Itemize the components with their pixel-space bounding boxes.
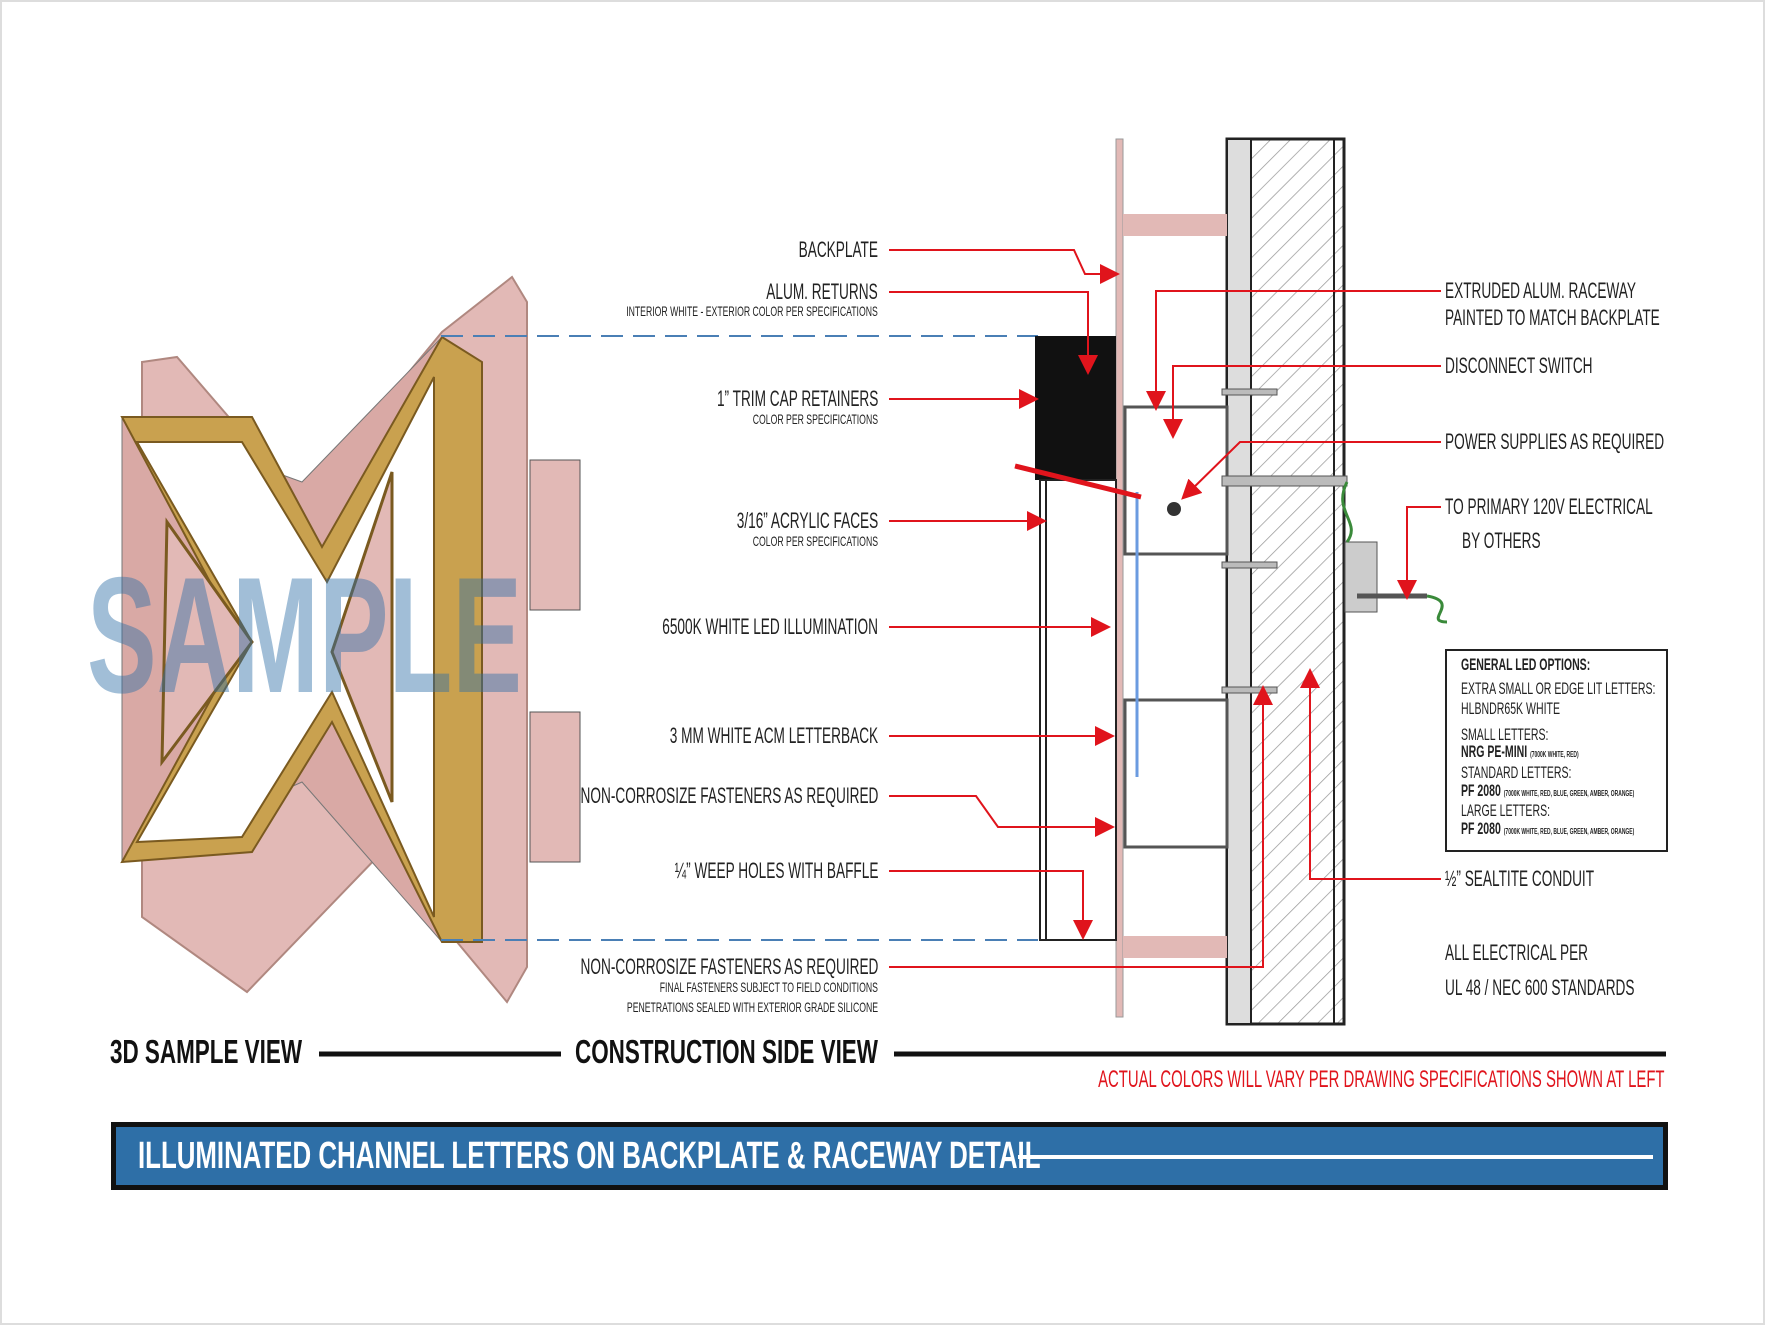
led-options-box: GENERAL LED OPTIONS: EXTRA SMALL OR EDGE… <box>1445 649 1668 852</box>
label-alum-returns: ALUM. RETURNS <box>766 279 878 304</box>
sample-3d-view: SAMPLE <box>87 275 581 1004</box>
label-letterback: 3 MM WHITE ACM LETTERBACK <box>669 723 878 748</box>
label-raceway-2: PAINTED TO MATCH BACKPLATE <box>1445 305 1660 330</box>
led-large-note: (7000K WHITE, RED, BLUE, GREEN, AMBER, O… <box>1503 827 1635 836</box>
label-electrical: ALL ELECTRICAL PER <box>1445 940 1589 965</box>
label-trim-cap-sub: COLOR PER SPECIFICATIONS <box>752 411 878 427</box>
color-disclaimer: ACTUAL COLORS WILL VARY PER DRAWING SPEC… <box>1097 1066 1664 1093</box>
led-small-product: NRG PE-MINI <box>1461 742 1528 761</box>
sample-watermark: SAMPLE <box>87 543 522 727</box>
label-acrylic-faces-sub: COLOR PER SPECIFICATIONS <box>752 533 878 549</box>
label-conduit: ½” SEALTITE CONDUIT <box>1445 866 1595 891</box>
led-std-note: (7000K WHITE, RED, BLUE, GREEN, AMBER, O… <box>1503 789 1635 798</box>
led-small-note: (7000K WHITE, RED) <box>1530 750 1579 759</box>
label-fasteners-2-sub: FINAL FASTENERS SUBJECT TO FIELD CONDITI… <box>659 979 878 995</box>
led-large-product: PF 2080 <box>1461 819 1501 838</box>
label-raceway: EXTRUDED ALUM. RACEWAY <box>1445 278 1636 303</box>
title-banner: ILLUMINATED CHANNEL LETTERS ON BACKPLATE… <box>111 1122 1668 1190</box>
label-fasteners: NON-CORROSIZE FASTENERS AS REQUIRED <box>580 783 878 808</box>
backplate <box>1115 138 1124 1018</box>
label-fasteners-2-sub2: PENETRATIONS SEALED WITH EXTERIOR GRADE … <box>626 999 878 1015</box>
mounting-clip-upper <box>529 459 581 611</box>
junction-box <box>1344 541 1378 613</box>
construction-side-view <box>1035 137 1448 1026</box>
label-led: 6500K WHITE LED ILLUMINATION <box>662 614 878 639</box>
label-disconnect: DISCONNECT SWITCH <box>1445 353 1593 378</box>
letter-x-face <box>135 376 435 918</box>
led-xs-value: HLBNDR65K WHITE <box>1461 699 1560 718</box>
label-primary-2: BY OTHERS <box>1462 528 1541 553</box>
raceway-lower <box>1123 698 1229 849</box>
led-options-title: GENERAL LED OPTIONS: <box>1461 655 1591 674</box>
label-primary: TO PRIMARY 120V ELECTRICAL <box>1445 494 1653 519</box>
led-large-label: LARGE LETTERS: <box>1461 801 1551 820</box>
label-weep-holes: ¼” WEEP HOLES WITH BAFFLE <box>674 858 878 883</box>
label-backplate: BACKPLATE <box>798 237 878 262</box>
led-std-label: STANDARD LETTERS: <box>1461 763 1572 782</box>
led-std-value: PF 2080 (7000K WHITE, RED, BLUE, GREEN, … <box>1461 781 1634 801</box>
banner-title: ILLUMINATED CHANNEL LETTERS ON BACKPLATE… <box>138 1135 1041 1177</box>
led-small-value: NRG PE-MINI (7000K WHITE, RED) <box>1461 742 1579 762</box>
led-large-value: PF 2080 (7000K WHITE, RED, BLUE, GREEN, … <box>1461 819 1634 839</box>
alum-return <box>1035 336 1116 480</box>
led-std-product: PF 2080 <box>1461 781 1501 800</box>
label-trim-cap: 1” TRIM CAP RETAINERS <box>716 386 878 411</box>
led-xs-label: EXTRA SMALL OR EDGE LIT LETTERS: <box>1461 679 1656 698</box>
mounting-clip-lower <box>529 711 581 863</box>
section-title-sample: 3D SAMPLE VIEW <box>110 1033 303 1070</box>
label-acrylic-faces: 3/16” ACRYLIC FACES <box>736 508 878 533</box>
label-alum-returns-sub: INTERIOR WHITE - EXTERIOR COLOR PER SPEC… <box>626 303 878 319</box>
raceway-upper <box>1123 405 1229 556</box>
led-small-label: SMALL LETTERS: <box>1461 725 1549 744</box>
label-fasteners-2: NON-CORROSIZE FASTENERS AS REQUIRED <box>580 954 878 979</box>
label-power-supplies: POWER SUPPLIES AS REQUIRED <box>1445 429 1665 454</box>
callout-leaders <box>889 249 1441 968</box>
label-electrical-2: UL 48 / NEC 600 STANDARDS <box>1445 975 1635 1000</box>
banner-rule <box>1018 1155 1653 1159</box>
section-title-construction: CONSTRUCTION SIDE VIEW <box>575 1033 878 1070</box>
